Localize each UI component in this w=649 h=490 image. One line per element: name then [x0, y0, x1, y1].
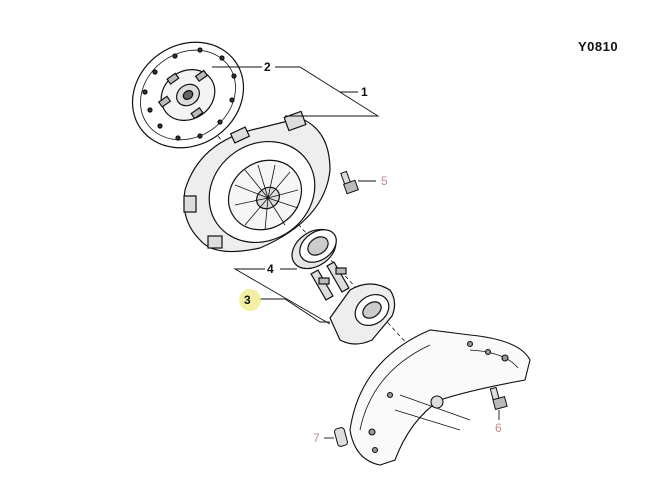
callout-5: 5	[381, 174, 388, 188]
callout-6: 6	[495, 421, 502, 435]
clutch-housing[interactable]	[349, 329, 531, 466]
callout-3-highlight	[239, 289, 261, 311]
callout-7: 7	[313, 431, 320, 445]
dowel-7[interactable]	[334, 427, 348, 447]
diagram-code: Y0810	[578, 39, 619, 54]
bolt-6[interactable]	[489, 386, 508, 410]
callout-2: 2	[264, 60, 271, 74]
callout-3: 3	[244, 293, 251, 307]
clutch-disc[interactable]	[112, 21, 264, 169]
slave-cylinder[interactable]	[310, 261, 396, 345]
pressure-plate[interactable]	[183, 110, 335, 263]
callout-leaders	[212, 66, 500, 439]
callout-1: 1	[361, 85, 368, 99]
callout-4: 4	[267, 262, 274, 276]
release-bearing[interactable]	[285, 221, 344, 276]
bolt-5[interactable]	[340, 170, 359, 195]
